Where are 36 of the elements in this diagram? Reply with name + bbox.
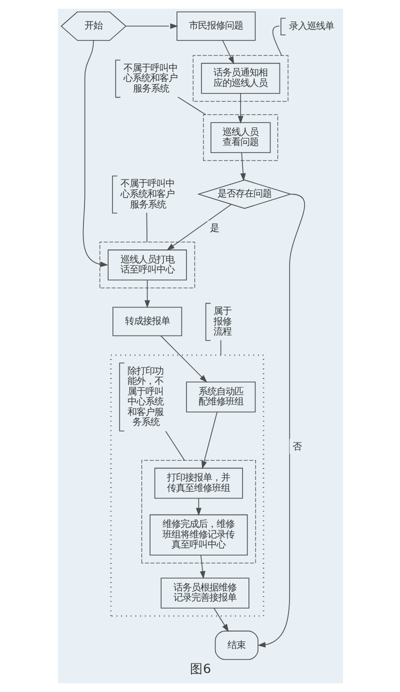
node-text: 除打印功能外，不属于呼叫中心系统和客户服务系统 bbox=[127, 366, 164, 428]
caption: 图6 bbox=[189, 660, 211, 676]
node-box: 巡线人员查看问题 bbox=[210, 122, 270, 154]
node-text: 不属于呼叫中心系统和客户服务系统 bbox=[120, 178, 174, 210]
connector bbox=[146, 212, 147, 242]
node-box: 话务员根据维修记录完善接报单 bbox=[160, 578, 249, 609]
node-box: 话务员通知相应的巡线人员 bbox=[200, 62, 280, 94]
node-box: 结束 bbox=[214, 630, 258, 660]
connector bbox=[220, 340, 221, 356]
arrow bbox=[237, 93, 243, 124]
node-box: 维修完成后，维修班组将维修记录传真至呼叫中心 bbox=[149, 514, 248, 556]
arrow bbox=[199, 554, 205, 579]
node-text: 不属于呼叫中心系统和客户服务系统 bbox=[123, 62, 178, 94]
arrow bbox=[82, 40, 108, 268]
arrow bbox=[195, 498, 201, 516]
cluster bbox=[110, 354, 264, 617]
node-box: 系统自动匹配维修班组 bbox=[186, 382, 256, 412]
edge-label: 否 bbox=[292, 441, 301, 452]
node-text: 录入巡线单 bbox=[288, 20, 334, 32]
arrow bbox=[222, 40, 234, 64]
arrow bbox=[160, 335, 207, 383]
connector bbox=[164, 430, 184, 461]
arrow bbox=[144, 280, 150, 308]
arrow bbox=[213, 608, 228, 632]
node-box: 市民报修问题 bbox=[176, 12, 256, 41]
arrow bbox=[124, 23, 178, 29]
arrow bbox=[200, 412, 217, 470]
node-box: 巡线人员打电话至呼叫中心 bbox=[107, 250, 186, 280]
arrow bbox=[240, 152, 246, 182]
node-text: 属于报修流程 bbox=[213, 306, 232, 338]
node-diamond: 是否存在问题 bbox=[196, 180, 292, 209]
node-box: 转成接报单 bbox=[112, 306, 182, 336]
connector bbox=[177, 96, 206, 116]
node-box: 打印接报单，并传真至维修班组 bbox=[154, 468, 242, 499]
edge-label: 是 bbox=[210, 223, 219, 234]
arrow bbox=[166, 204, 232, 250]
